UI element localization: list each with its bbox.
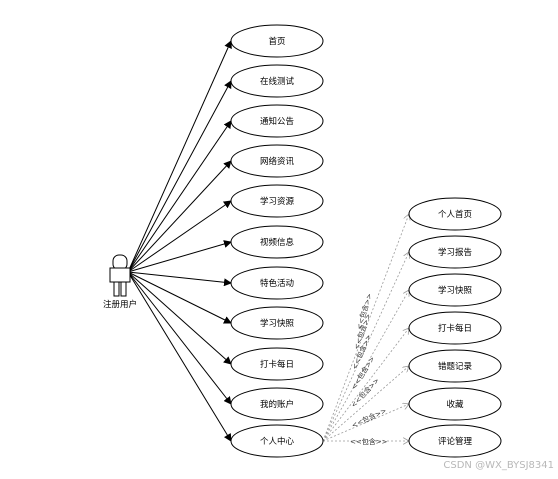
use-case-label: 个人首页 bbox=[438, 209, 472, 220]
association-line bbox=[127, 40, 232, 273]
use-case-personal-center[interactable]: 个人中心 bbox=[230, 424, 324, 458]
use-case-ellipse bbox=[230, 306, 324, 340]
use-case-label: 通知公告 bbox=[260, 116, 294, 127]
use-case-ellipse bbox=[230, 424, 324, 458]
watermark-text: CSDN @WX_BYSJ8341 bbox=[443, 460, 554, 471]
use-case-checkin[interactable]: 打卡每日 bbox=[230, 347, 324, 381]
sub-use-case-favorites[interactable]: 收藏 bbox=[408, 387, 502, 421]
use-case-label: 学习资源 bbox=[260, 196, 295, 207]
use-case-label: 在线测试 bbox=[260, 76, 295, 87]
association-lines bbox=[127, 40, 232, 442]
actor-registered-user[interactable]: 注册用户 bbox=[103, 254, 137, 310]
use-case-ellipse bbox=[408, 311, 502, 345]
include-stereotype-label: <<包含>> bbox=[350, 437, 388, 446]
association-line bbox=[127, 160, 232, 273]
use-case-ellipse bbox=[408, 349, 502, 383]
use-case-ellipse bbox=[230, 387, 324, 421]
association-line bbox=[127, 200, 232, 273]
use-case-label: 首页 bbox=[268, 36, 285, 47]
association-line bbox=[127, 120, 232, 273]
use-case-events[interactable]: 特色活动 bbox=[230, 266, 324, 300]
include-dependency-line bbox=[322, 366, 409, 442]
use-case-label: 我的账户 bbox=[260, 399, 294, 410]
sub-use-case-study-snapshot[interactable]: 学习快照 bbox=[408, 273, 502, 307]
sub-use-case-daily-checkin[interactable]: 打卡每日 bbox=[408, 311, 502, 345]
use-case-ellipse bbox=[230, 64, 324, 98]
association-line bbox=[127, 271, 232, 442]
sub-use-case-study-report[interactable]: 学习报告 bbox=[408, 235, 502, 269]
use-case-label: 学习报告 bbox=[438, 247, 472, 258]
use-case-video[interactable]: 视频信息 bbox=[230, 225, 324, 259]
include-dependency-lines bbox=[322, 214, 409, 442]
use-case-label: 视频信息 bbox=[260, 237, 295, 248]
use-case-ellipse bbox=[230, 24, 324, 58]
use-case-ellipse bbox=[408, 424, 502, 458]
use-case-ellipse bbox=[230, 266, 324, 300]
use-case-ellipse bbox=[408, 197, 502, 231]
use-case-label: 收藏 bbox=[446, 399, 464, 410]
use-case-ellipse bbox=[408, 273, 502, 307]
actor-label: 注册用户 bbox=[103, 299, 137, 310]
include-stereotype-label: <<包含>> bbox=[350, 406, 388, 430]
use-case-label: 打卡每日 bbox=[260, 359, 294, 370]
association-line bbox=[127, 271, 232, 365]
include-dependency-line bbox=[322, 214, 409, 442]
include-dependency-line bbox=[322, 252, 409, 442]
use-case-resources[interactable]: 学习资源 bbox=[230, 184, 324, 218]
use-case-label: 个人中心 bbox=[260, 436, 295, 447]
use-case-ellipse bbox=[408, 387, 502, 421]
use-case-home[interactable]: 首页 bbox=[230, 24, 324, 58]
sub-use-case-comment-mgmt[interactable]: 评论管理 bbox=[408, 424, 502, 458]
use-case-ellipse bbox=[230, 184, 324, 218]
use-case-ellipse bbox=[230, 225, 324, 259]
include-dependency-line bbox=[322, 290, 409, 442]
use-case-label: 学习快照 bbox=[438, 285, 473, 296]
stick-figure-icon bbox=[109, 254, 131, 297]
use-case-label: 评论管理 bbox=[438, 436, 473, 447]
use-case-ellipse bbox=[408, 235, 502, 269]
use-case-ellipse bbox=[230, 144, 324, 178]
sub-use-case-wrong-questions[interactable]: 错题记录 bbox=[408, 349, 502, 383]
association-line bbox=[127, 80, 232, 273]
use-case-label: 网络资讯 bbox=[260, 156, 295, 167]
use-case-label: 特色活动 bbox=[260, 278, 295, 289]
use-case-ellipse bbox=[230, 347, 324, 381]
use-case-my-account[interactable]: 我的账户 bbox=[230, 387, 324, 421]
use-case-label: 学习快照 bbox=[260, 318, 295, 329]
association-line bbox=[127, 271, 232, 287]
use-case-label: 打卡每日 bbox=[438, 323, 472, 334]
use-case-online-test[interactable]: 在线测试 bbox=[230, 64, 324, 98]
use-case-ellipse bbox=[230, 104, 324, 138]
use-case-study-photos[interactable]: 学习快照 bbox=[230, 306, 324, 340]
use-case-news[interactable]: 网络资讯 bbox=[230, 144, 324, 178]
sub-use-case-personal-home[interactable]: 个人首页 bbox=[408, 197, 502, 231]
use-case-notice[interactable]: 通知公告 bbox=[230, 104, 324, 138]
association-line bbox=[127, 271, 232, 324]
use-case-label: 错题记录 bbox=[438, 361, 473, 372]
association-line bbox=[127, 271, 232, 405]
association-line bbox=[127, 240, 232, 273]
